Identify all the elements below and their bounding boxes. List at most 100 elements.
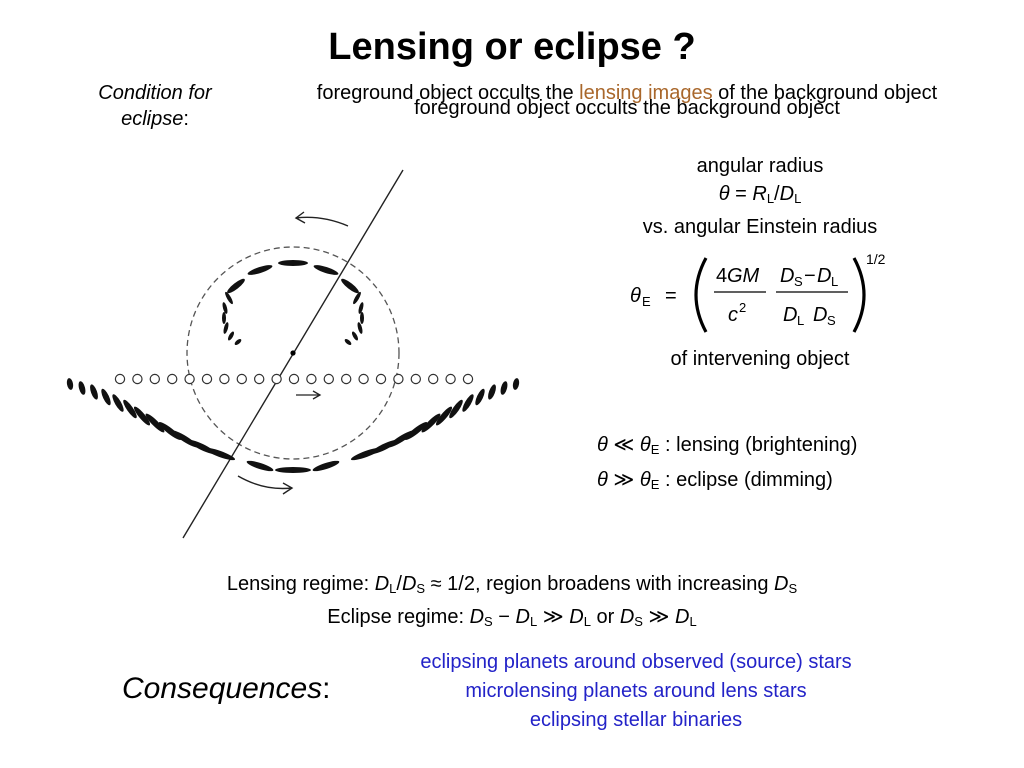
source-position-marker xyxy=(166,373,178,385)
consequences-list: eclipsing planets around observed (sourc… xyxy=(336,648,936,735)
lensing-regime-line: Lensing regime: DL/DS ≈ 1/2, region broa… xyxy=(0,570,1024,603)
lensed-image xyxy=(341,278,359,294)
formula-dl-d: D xyxy=(817,265,831,287)
er-d1: D xyxy=(469,606,485,628)
er-minus: − xyxy=(492,606,516,628)
r-subscript: L xyxy=(766,191,775,206)
lr-d3: D xyxy=(774,573,789,595)
einstein-radius-formula: θ E = 4 GM c 2 D S − D L D L D S 1/2 xyxy=(620,250,920,340)
source-position-marker xyxy=(184,373,195,385)
lensing-images xyxy=(66,260,520,473)
lensed-image xyxy=(123,399,137,419)
lensed-image xyxy=(246,460,274,472)
lensed-image xyxy=(247,265,273,275)
lensed-image xyxy=(227,278,245,294)
lensed-image xyxy=(512,378,520,390)
lensed-image xyxy=(133,406,151,426)
lensed-image xyxy=(500,381,508,395)
source-position-marker xyxy=(428,373,439,385)
eclipse-rel: ≫ xyxy=(613,469,635,491)
angular-radius-block: angular radius θ = RL/DL vs. angular Ein… xyxy=(580,152,940,241)
formula-ds-d: D xyxy=(780,265,794,287)
lensing-theta: θ xyxy=(597,434,608,456)
formula-gm: GM xyxy=(727,265,760,287)
lensing-images-highlight: lensing images xyxy=(579,82,713,104)
lensed-image xyxy=(358,302,364,314)
lr-slash: / xyxy=(396,573,402,595)
lensed-image xyxy=(344,339,352,345)
condition-line-background-object: foreground object occults the background… xyxy=(414,97,840,119)
equals-sign: = xyxy=(729,183,753,205)
source-position-marker xyxy=(219,373,230,385)
lensing-theta-e-sub: E xyxy=(650,442,660,457)
lensed-image xyxy=(449,399,463,419)
formula-theta: θ xyxy=(630,285,641,307)
lensed-image xyxy=(145,413,165,433)
lensed-image xyxy=(222,302,228,314)
left-paren xyxy=(694,257,708,333)
lr-d2: D xyxy=(401,573,417,595)
lensed-image xyxy=(225,291,233,305)
lensed-image xyxy=(227,331,235,341)
regime-lines: Lensing regime: DL/DS ≈ 1/2, region broa… xyxy=(0,570,1024,636)
lr-d1-sub: L xyxy=(389,581,397,596)
eclipse-condition: θ ≫ θE : eclipse (dimming) xyxy=(580,465,940,500)
formula-den-dl-sub: L xyxy=(797,313,804,328)
lensed-image xyxy=(435,406,453,426)
condition-line-lensing-images: foreground object occults the lensing im… xyxy=(270,80,984,106)
formula-theta-sub: E xyxy=(642,294,651,309)
consequences-colon: : xyxy=(322,672,331,705)
lensing-diagram xyxy=(66,169,520,539)
lensing-rel: ≪ xyxy=(613,434,635,456)
consequence-item: eclipsing stellar binaries xyxy=(529,709,743,731)
er-d3: D xyxy=(569,606,584,628)
consequence-item: microlensing planets around lens stars xyxy=(465,680,807,702)
lensed-image xyxy=(90,384,98,400)
angular-radius-heading: angular radius xyxy=(696,155,824,177)
lensed-image xyxy=(350,447,382,461)
lensed-image xyxy=(66,378,74,390)
cond-line1-post: of the background object xyxy=(712,82,938,104)
lensed-image xyxy=(313,265,339,275)
er-d4-sub: S xyxy=(634,614,643,629)
lr-d1: D xyxy=(374,573,390,595)
lensed-image xyxy=(488,384,496,400)
consequences-label: Consequences: xyxy=(122,672,331,706)
rotation-arrow-top-head xyxy=(294,211,306,224)
of-intervening-object: of intervening object xyxy=(670,348,850,370)
slide-title: Lensing or eclipse ? xyxy=(328,26,696,68)
r-symbol: R xyxy=(752,183,767,205)
eclipse-regime-prefix: Eclipse regime: xyxy=(327,606,470,628)
einstein-radius-svg: θ E = 4 GM c 2 D S − D L D L D S 1/2 xyxy=(630,251,886,333)
lensing-theta-e: θ xyxy=(639,434,651,456)
er-d5: D xyxy=(675,606,690,628)
einstein-ring-circle xyxy=(186,246,400,460)
formula-den-ds: D xyxy=(813,304,827,326)
right-paren xyxy=(852,257,866,333)
slash-sign: / xyxy=(774,183,780,205)
formula-ds-sub: S xyxy=(794,274,803,289)
er-d5-sub: L xyxy=(689,614,697,629)
formula-exponent: 1/2 xyxy=(866,251,886,267)
source-position-marker xyxy=(306,373,317,385)
formula-den-dl: D xyxy=(783,304,797,326)
er-or: or xyxy=(590,606,620,628)
formula-equals: = xyxy=(665,285,677,307)
lensed-image xyxy=(78,381,86,395)
er-d2: D xyxy=(515,606,530,628)
lensed-image xyxy=(278,260,308,266)
condition-label-colon: : xyxy=(183,108,189,130)
source-track xyxy=(114,373,474,385)
er-d3-sub: L xyxy=(583,614,591,629)
angular-radius-formula: θ = RL/DL xyxy=(580,180,940,213)
lensed-image xyxy=(234,339,242,345)
eclipse-theta-e: θ xyxy=(639,469,651,491)
source-position-marker xyxy=(271,373,282,385)
source-position-marker xyxy=(236,373,247,385)
lr-d2-sub: S xyxy=(416,581,426,596)
lensed-image xyxy=(360,312,364,324)
consequence-item: eclipsing planets around observed (sourc… xyxy=(420,651,852,673)
lensed-image xyxy=(112,394,124,412)
source-position-marker xyxy=(149,373,161,385)
d-subscript: L xyxy=(794,191,802,206)
